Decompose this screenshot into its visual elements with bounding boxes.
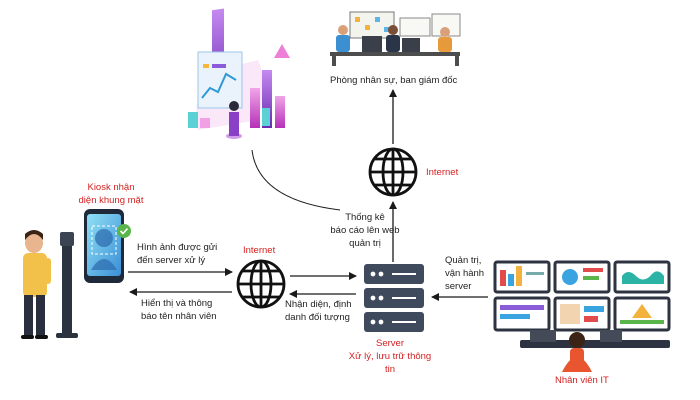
admin-line3: server — [445, 281, 472, 292]
it-monitoring-illustration — [493, 260, 671, 372]
display-notify-label: Hiển thị và thông báo tên nhân viên — [141, 297, 217, 323]
identify-label: Nhận diện, định danh đối tượng — [285, 298, 352, 324]
report-web-line2: báo cáo lên web — [330, 225, 400, 236]
report-web-label: Thống kê báo cáo lên web quản trị — [325, 211, 405, 250]
display-notify-line1: Hiển thị và thông — [141, 298, 213, 309]
kiosk-label-line2: diện khung mặt — [78, 195, 144, 206]
server-title: Server — [376, 338, 404, 349]
internet-label-top: Internet — [426, 167, 459, 178]
server-desc-line2: tin — [384, 364, 396, 375]
admin-label: Quản trị, vận hành server — [445, 254, 484, 293]
hr-office-label: Phòng nhân sự, ban giám đốc — [330, 75, 458, 86]
admin-line1: Quản trị, — [445, 255, 482, 266]
server-desc-line1: Xử lý, lưu trữ thông — [348, 351, 432, 362]
flow-arrows — [128, 89, 488, 301]
kiosk-phone-icon — [84, 209, 131, 283]
kiosk-label: Kiosk nhận diện khung mặt — [76, 181, 146, 207]
send-image-label: Hình ảnh được gửi đến server xử lý — [137, 241, 217, 267]
employee-illustration — [21, 230, 51, 339]
analytics-report-illustration — [188, 8, 290, 139]
kiosk-label-line1: Kiosk nhận — [87, 182, 135, 193]
kiosk-stand — [56, 232, 78, 338]
identify-line1: Nhận diện, định — [285, 299, 352, 310]
send-image-line1: Hình ảnh được gửi — [137, 242, 218, 253]
identify-line2: danh đối tượng — [285, 312, 350, 323]
internet-label-left: Internet — [243, 245, 276, 256]
internet-globe-icon-top — [368, 147, 418, 197]
internet-globe-icon-left — [236, 259, 286, 309]
it-staff-label: Nhân viên IT — [555, 375, 609, 386]
report-web-line3: quản trị — [349, 238, 381, 249]
report-web-line1: Thống kê — [345, 212, 385, 223]
server-label: Server Xử lý, lưu trữ thông tin — [340, 337, 440, 376]
server-icon — [364, 264, 424, 332]
send-image-line2: đến server xử lý — [137, 255, 206, 266]
curve-report-link — [251, 149, 341, 211]
display-notify-line2: báo tên nhân viên — [141, 311, 217, 322]
hr-office-illustration — [330, 11, 461, 66]
admin-line2: vận hành — [445, 268, 485, 279]
